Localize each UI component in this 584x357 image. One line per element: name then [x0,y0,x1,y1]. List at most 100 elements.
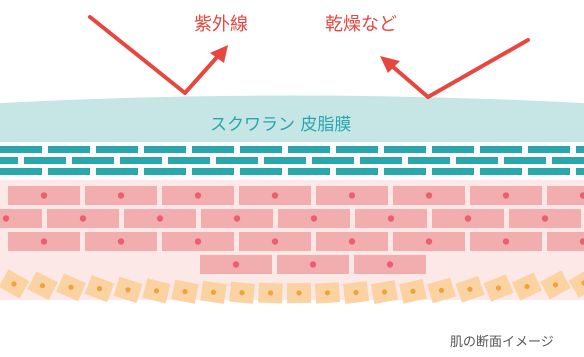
teal-barrier-bar [312,157,354,164]
basal-cell-group [370,280,399,304]
cell-nucleus [117,238,125,245]
teal-barrier-bar [96,146,138,153]
cell-nucleus [194,192,202,199]
teal-barrier-bar [48,146,90,153]
cell-nucleus [233,215,241,222]
basal-cell-group [540,270,571,300]
basal-nucleus [467,286,473,292]
cell-nucleus [502,238,510,245]
dryness-label: 乾燥など [325,14,397,35]
basal-nucleus [153,288,160,294]
basal-nucleus [11,281,17,287]
teal-barrier-bar [288,146,330,153]
basal-cell-group [314,282,341,304]
basal-cell-group [258,282,283,304]
teal-barrier-bar [336,146,378,153]
teal-barrier-bar [288,168,330,175]
teal-barrier-bar [192,146,234,153]
basal-cell-group [342,281,370,304]
diagram-caption: 肌の断面イメージ [450,335,554,350]
uv-label: 紫外線 [194,14,248,35]
cell-nucleus [40,192,48,199]
teal-barrier-bar [384,168,426,175]
sebum-film-layer [0,95,584,142]
arrow-in [88,15,187,95]
cell-nucleus [271,238,279,245]
cell-nucleus [541,215,549,222]
basal-cell-layer [0,268,584,304]
teal-barrier-bar [504,157,546,164]
teal-barrier-bar [264,157,306,164]
teal-barrier-bar [408,157,450,164]
basal-cell-group [0,269,30,299]
basal-cell-group [568,268,584,298]
arrow-in-right [426,38,530,99]
basal-cell-group [483,274,514,302]
teal-barrier-bar [72,157,114,164]
cell-nucleus [310,215,318,222]
basal-nucleus [581,280,584,286]
teal-barrier-bar [192,168,234,175]
basal-nucleus [68,284,74,290]
cell-nucleus [194,238,202,245]
cell-nucleus [579,238,584,245]
basal-nucleus [524,283,530,290]
basal-cell-group [27,271,58,301]
basal-nucleus [381,289,388,295]
basal-cell-group [113,276,143,304]
basal-nucleus [324,290,331,296]
teal-barrier-bar [216,157,258,164]
basal-cell-group [84,275,115,303]
teal-barrier-bar [144,146,186,153]
cell-nucleus [579,192,584,199]
basal-cell-group [200,280,227,304]
teal-barrier-bar [528,168,570,175]
basal-cell-group [455,275,485,303]
cell-nucleus [156,215,164,222]
cell-nucleus [348,192,356,199]
teal-barrier-bar [48,168,90,175]
cell-nucleus [40,238,48,245]
basal-cell-group [142,278,171,304]
basal-cell-group [229,281,255,304]
basal-cell-group [286,282,312,304]
basal-cell-group [171,279,199,304]
basal-nucleus [438,287,445,293]
teal-barrier-bar [432,146,474,153]
basal-nucleus [495,285,502,291]
teal-barrier-bar [576,146,584,153]
arrows [88,15,530,99]
basal-cell-group [427,277,456,304]
teal-barrier-bar [24,157,66,164]
teal-barrier-bar [432,168,474,175]
teal-barrier-bar [0,146,42,153]
pink-cell-layer [0,186,584,274]
cell-nucleus [271,192,279,199]
cell-nucleus [232,261,240,268]
cell-nucleus [425,192,433,199]
teal-barrier-layer [0,146,584,175]
teal-barrier-bar [456,157,498,164]
cell-nucleus [348,238,356,245]
cell-nucleus [117,192,125,199]
arrow-out-dry [390,64,430,99]
cell-nucleus [2,215,10,222]
teal-barrier-bar [480,168,522,175]
sebum-film-label: スクワラン 皮脂膜 [210,115,352,135]
teal-barrier-bar [96,168,138,175]
cell-nucleus [425,238,433,245]
skin-cell [547,186,584,205]
teal-barrier-bar [0,157,18,164]
basal-cell-group [399,278,427,304]
basal-cell [568,268,584,298]
cell-nucleus [309,261,317,268]
arrow-out-uv [183,54,220,95]
basal-nucleus [353,289,359,296]
teal-barrier-bar [168,157,210,164]
cell-nucleus [79,215,87,222]
basal-nucleus [182,289,188,295]
teal-barrier-bar [144,168,186,175]
teal-barrier-bar [240,168,282,175]
teal-barrier-bar [0,168,42,175]
